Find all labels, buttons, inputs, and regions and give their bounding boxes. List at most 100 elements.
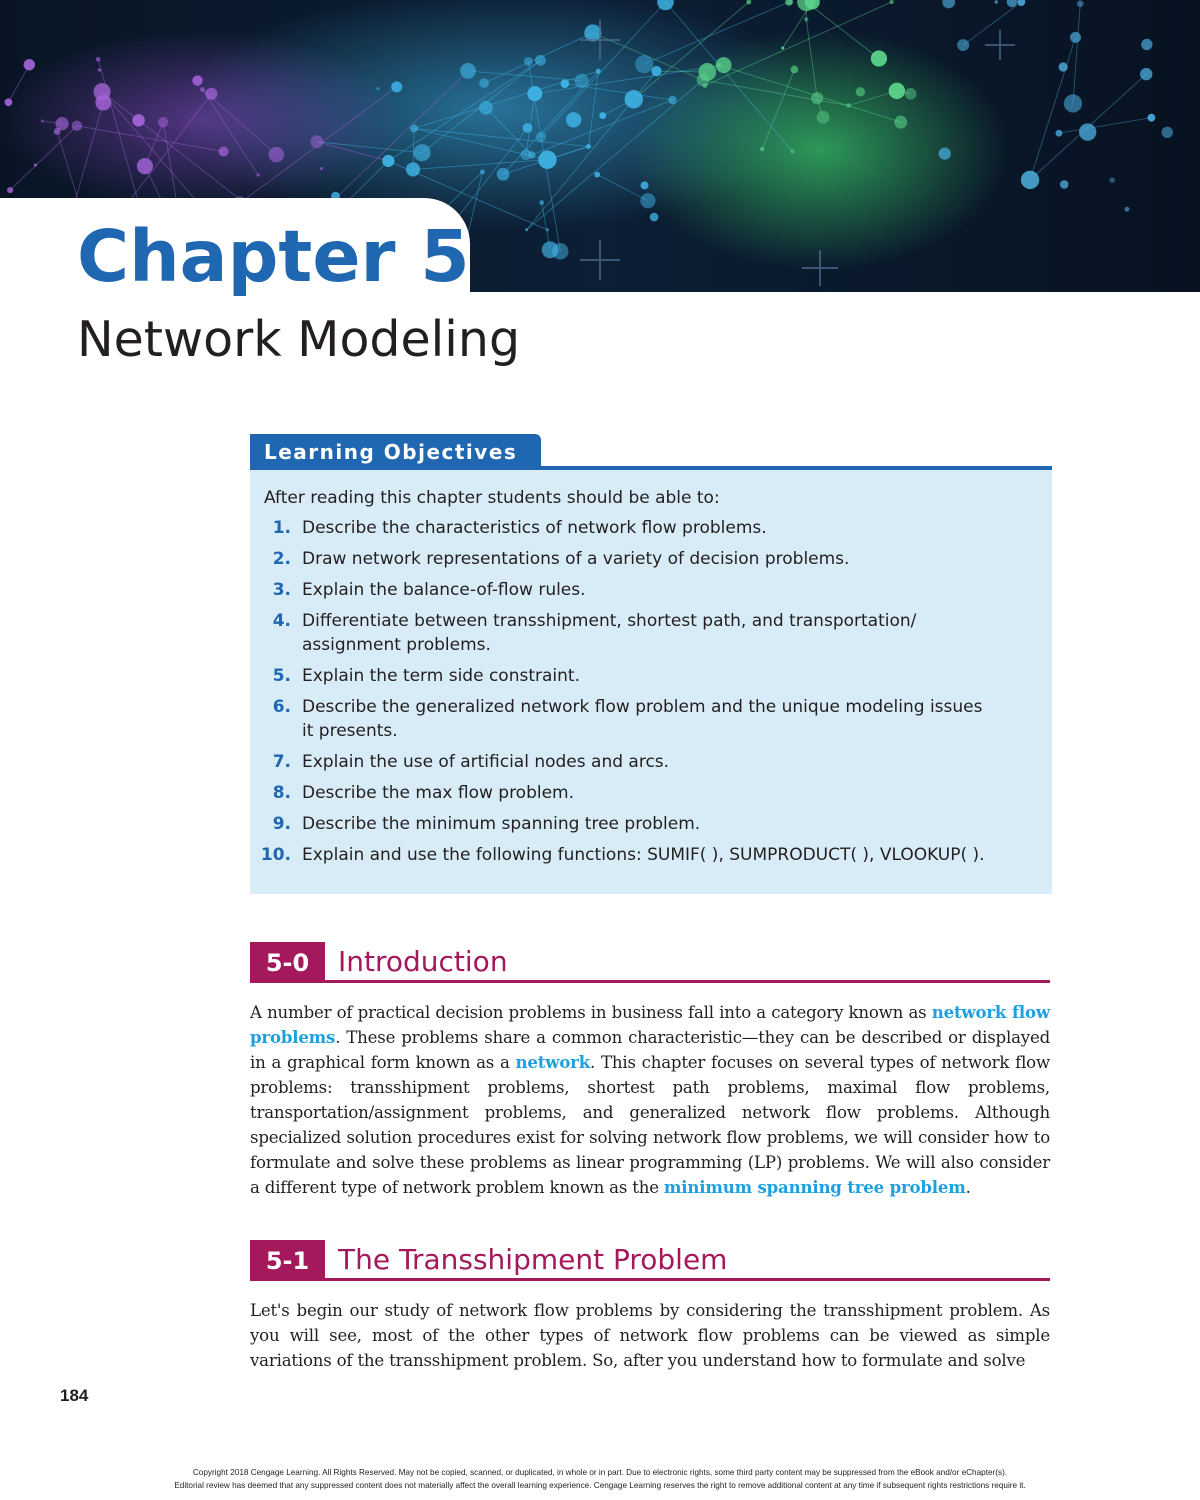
objective-number: 3. (272, 580, 291, 600)
network-node (158, 117, 169, 128)
network-node (527, 86, 543, 102)
objective-text-line: Explain the term side constraint. (302, 666, 580, 686)
chapter-banner-image (0, 0, 1200, 292)
network-node (585, 143, 592, 150)
network-node (405, 162, 421, 177)
network-link (665, 1, 793, 152)
network-node (1070, 31, 1082, 43)
network-node (95, 94, 112, 111)
network-node (40, 119, 44, 123)
title-tab-background (0, 198, 470, 308)
network-link (531, 99, 673, 156)
network-link (316, 141, 389, 162)
learning-objective-item: 7.Explain the use of artificial nodes an… (258, 750, 1038, 774)
network-link (564, 83, 673, 101)
network-node (790, 65, 799, 74)
network-link (9, 125, 78, 191)
network-node (1140, 67, 1153, 81)
section-heading-introduction: 5-0 Introduction (250, 942, 1050, 983)
network-node (1161, 126, 1173, 139)
introduction-paragraph: A number of practical decision problems … (250, 1000, 1050, 1200)
keyword-network: network (515, 1052, 591, 1072)
network-node (715, 57, 732, 74)
network-node (1141, 38, 1153, 51)
network-node (635, 55, 654, 74)
objective-text-line: assignment problems. (302, 635, 491, 655)
objective-number: 1. (272, 518, 291, 538)
objective-number: 8. (272, 783, 291, 803)
learning-objective-item: 6.Describe the generalized network flow … (258, 695, 1038, 743)
network-node (790, 149, 795, 154)
learning-objective-item: 2.Draw network representations of a vari… (258, 547, 1038, 571)
network-node (894, 115, 908, 129)
network-link (413, 127, 589, 147)
network-link (644, 1, 790, 65)
objective-text-line: Explain and use the following functions:… (302, 845, 985, 865)
network-node (523, 56, 533, 66)
network-node (788, 0, 794, 5)
network-node (888, 82, 906, 100)
network-link (633, 1, 750, 100)
network-link (1029, 37, 1076, 181)
network-node (1147, 113, 1156, 122)
network-link (388, 59, 541, 162)
network-link (596, 174, 649, 202)
section-number: 5-0 (250, 942, 325, 982)
network-node (535, 131, 547, 143)
network-node (479, 169, 485, 175)
network-node (759, 146, 765, 152)
network-link (806, 1, 880, 59)
objective-text-line: Differentiate between transshipment, sho… (302, 611, 917, 631)
section-rule (250, 1278, 1050, 1281)
network-node (268, 146, 285, 163)
network-node (520, 149, 532, 161)
network-node (71, 120, 83, 132)
network-link (761, 69, 795, 150)
objective-number: 10. (260, 845, 291, 865)
network-node (574, 73, 589, 88)
transshipment-paragraph: Let's begin our study of network flow pr… (250, 1301, 1050, 1370)
network-node (310, 135, 324, 149)
network-node (320, 167, 324, 171)
network-node (460, 63, 476, 79)
network-node (785, 0, 793, 6)
paragraph-text: . (965, 1178, 971, 1197)
network-node (136, 157, 154, 175)
objective-text-line: Explain the balance-of-flow rules. (302, 580, 586, 600)
network-link (76, 125, 224, 152)
network-node (1059, 180, 1069, 189)
paragraph-text: A number of practical decision problems … (250, 1003, 932, 1022)
network-node (640, 193, 656, 209)
network-node (200, 87, 205, 92)
network-link (316, 141, 423, 154)
network-node (376, 87, 380, 91)
network-node (55, 117, 69, 131)
network-node (942, 0, 956, 9)
network-link (202, 89, 259, 176)
learning-objective-item: 8.Describe the max flow problem. (258, 781, 1038, 805)
network-node (545, 228, 550, 232)
network-link (202, 89, 277, 155)
network-link (805, 19, 818, 99)
network-link (502, 70, 599, 175)
network-link (702, 79, 849, 107)
section-heading-transshipment: 5-1 The Transshipment Problem (250, 1240, 1050, 1281)
learning-objectives-heading: Learning Objectives (250, 434, 541, 468)
network-node (565, 112, 582, 128)
section-title: The Transshipment Problem (338, 1243, 728, 1276)
network-node (410, 124, 419, 133)
learning-objective-item: 4.Differentiate between transshipment, s… (258, 609, 1038, 657)
learning-objective-item: 10. Explain and use the following functio… (258, 843, 1038, 867)
network-link (540, 1, 666, 138)
network-node (560, 79, 570, 88)
network-node (594, 171, 601, 178)
network-node (595, 68, 601, 74)
objective-number: 5. (272, 666, 291, 686)
page-number: 184 (60, 1386, 89, 1405)
network-node (657, 0, 674, 11)
network-node (538, 150, 557, 169)
network-link (962, 1, 1022, 46)
network-node (1124, 206, 1130, 212)
section-number: 5-1 (250, 1240, 325, 1280)
chapter-subtitle: Network Modeling (77, 311, 521, 368)
